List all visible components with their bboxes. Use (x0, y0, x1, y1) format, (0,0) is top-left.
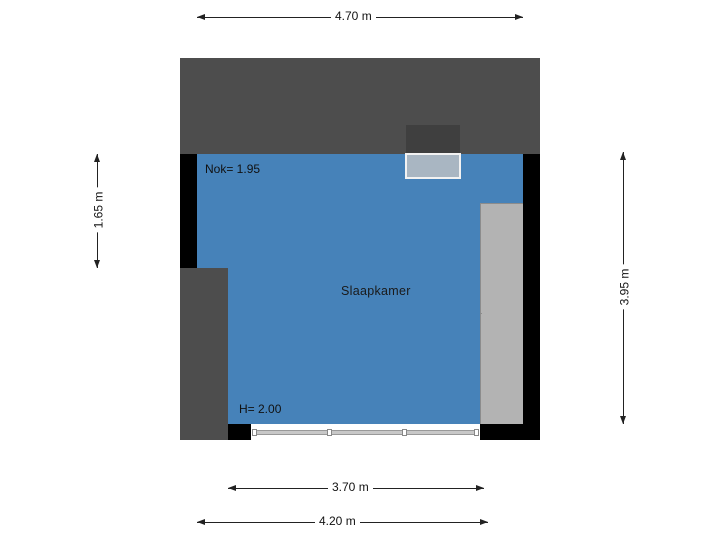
dimension-top: 4.70 m (197, 9, 523, 24)
wall-bottom-right (480, 424, 523, 440)
wall-bottom-left (228, 424, 251, 440)
window-glass (253, 430, 478, 435)
dimension-label: 3.95 m (617, 264, 632, 310)
dimension-label: 4.70 m (331, 9, 376, 23)
closet-divider (480, 313, 482, 314)
skylight-window (405, 153, 461, 179)
arrow-down-icon (94, 260, 100, 268)
dimension-right: 3.95 m (616, 152, 632, 424)
dimension-bottom-outer: 4.20 m (197, 514, 488, 529)
roof-slope-area-left (180, 268, 228, 440)
arrow-right-icon (476, 485, 484, 491)
dimension-label: 4.20 m (315, 514, 360, 528)
dimension-bottom-inner: 3.70 m (228, 480, 484, 495)
skylight-shadow (406, 125, 460, 155)
window-mullion (402, 429, 407, 436)
window-mullion (327, 429, 332, 436)
ridge-height-label: Nok= 1.95 (205, 162, 261, 176)
closet (480, 203, 523, 424)
window-mullion (252, 429, 257, 436)
arrow-down-icon (620, 416, 626, 424)
wall-right (523, 154, 540, 440)
room-name-label: Slaapkamer (341, 284, 411, 298)
arrow-left-icon (228, 485, 236, 491)
dimension-left: 1.65 m (90, 154, 106, 268)
arrow-left-icon (197, 519, 205, 525)
wall-left (180, 154, 197, 268)
room-slaapkamer (197, 154, 523, 424)
arrow-up-icon (94, 154, 100, 162)
roof-slope-area-top (180, 58, 540, 154)
ceiling-height-label: H= 2.00 (239, 402, 282, 416)
dimension-label: 3.70 m (328, 480, 373, 494)
dimension-label: 1.65 m (91, 187, 106, 233)
arrow-right-icon (480, 519, 488, 525)
arrow-up-icon (620, 152, 626, 160)
arrow-right-icon (515, 14, 523, 20)
window-mullion (474, 429, 479, 436)
arrow-left-icon (197, 14, 205, 20)
